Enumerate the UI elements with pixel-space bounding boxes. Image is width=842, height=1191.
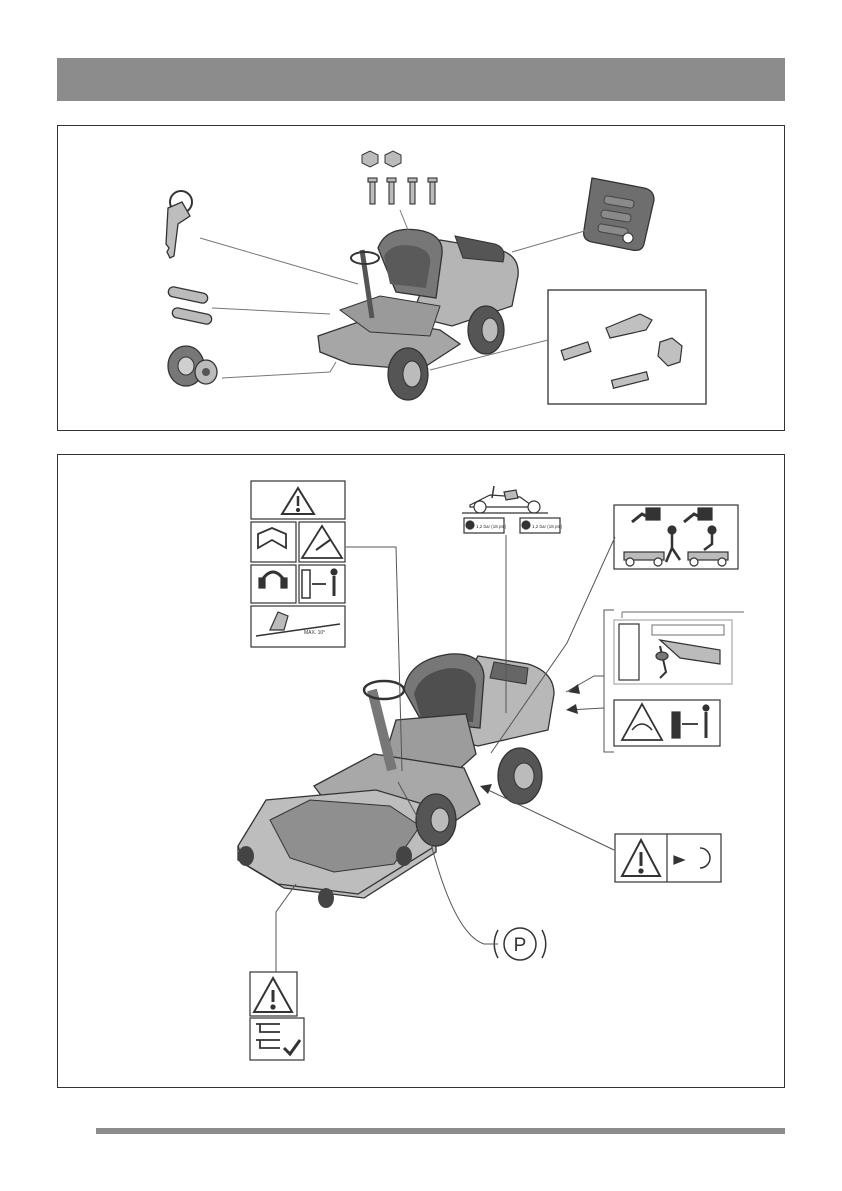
lift-hazard-decal [614, 505, 738, 569]
hot-surface-decal [614, 700, 720, 746]
tire-pressure-decal: 1,2 bar (18 psi) 1,2 bar (18 psi) [462, 486, 563, 533]
wheel-hub-icon [168, 346, 217, 386]
pedal-bracket-lines [566, 610, 614, 752]
mat-cover-icon [584, 178, 654, 250]
slope-limit-label: MAX. 10° [304, 630, 325, 636]
warning-decal-stack: MAX. 10° [251, 481, 345, 647]
rotation-warning-decal [615, 834, 721, 882]
ride-on-mower-bottom [238, 654, 554, 908]
ignition-key-icon [166, 191, 192, 258]
cutting-deck-decal [250, 972, 304, 1060]
screws-and-nuts-icon [362, 151, 437, 204]
pins-icon [167, 286, 212, 325]
tire-pressure-right-label: 1,2 bar (18 psi) [532, 524, 563, 529]
parking-symbol-label: P [514, 935, 527, 956]
parking-brake-icon: P [494, 928, 546, 960]
ride-on-mower-top [318, 229, 518, 400]
tire-pressure-left-label: 1,2 bar (18 psi) [476, 524, 507, 529]
pedal-decal [614, 612, 744, 684]
